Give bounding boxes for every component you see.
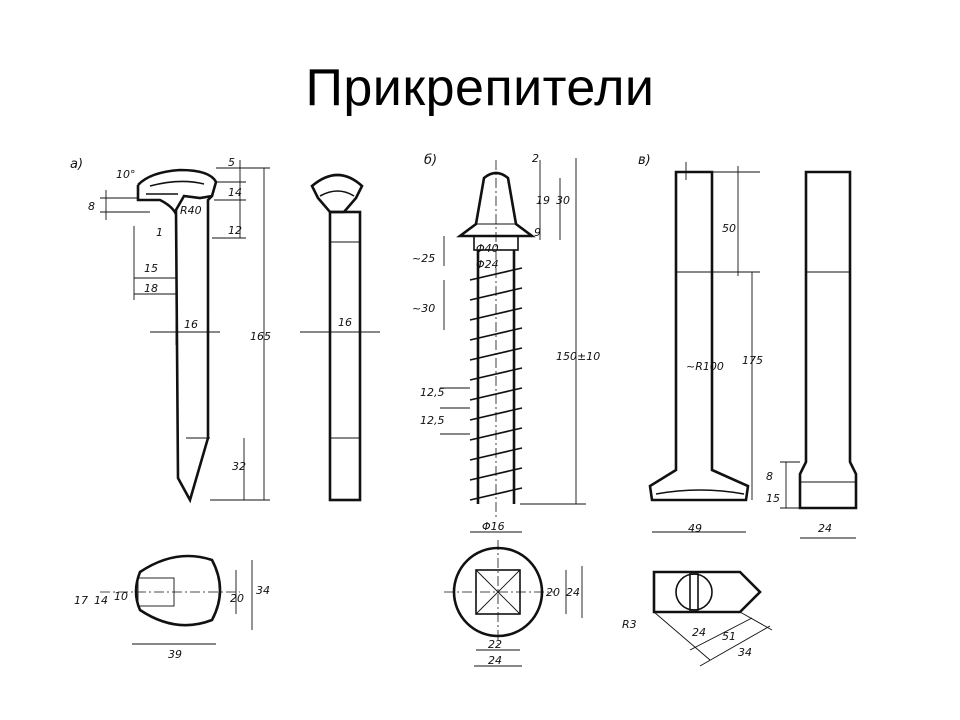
bolt-front-view (648, 162, 760, 533)
dim-c-r100: ~R100 (686, 360, 724, 373)
dim-b-p20: 20 (546, 586, 560, 599)
dim-a-p10: 10 (114, 590, 128, 603)
dim-a-p17: 17 (74, 594, 88, 607)
dim-c-50: 50 (722, 222, 736, 235)
dim-a-p34: 34 (256, 584, 270, 597)
fastener-c: в) 50 ~R100 175 49 (622, 153, 858, 667)
dim-a-15: 15 (144, 262, 158, 275)
dim-b-phi16: Φ16 (482, 520, 505, 533)
dim-b-125b: 12,5 (420, 414, 445, 427)
dim-c-49: 49 (688, 522, 702, 535)
dim-b-25: ~25 (412, 252, 435, 265)
fastener-b: б) 2 19 30 9 (412, 152, 600, 667)
dim-a-16: 16 (184, 318, 198, 331)
dim-a-p14: 14 (94, 594, 108, 607)
dim-a-5: 5 (228, 156, 235, 169)
dim-c-8: 8 (766, 470, 773, 483)
dim-b-30b: ~30 (412, 302, 435, 315)
fastener-a: а) (70, 156, 380, 661)
dim-a-12: 12 (228, 224, 242, 237)
dim-a-8: 8 (88, 200, 95, 213)
dim-a-radius: R40 (180, 204, 202, 217)
dim-b-p24b: 24 (488, 654, 502, 667)
fastener-a-label: а) (70, 157, 83, 172)
dim-c-p24: 24 (692, 626, 706, 639)
dim-c-p34: 34 (738, 646, 752, 659)
bolt-plan-view (652, 570, 773, 667)
fastener-c-label: в) (638, 153, 651, 168)
dim-c-24: 24 (818, 522, 832, 535)
dim-a-1: 1 (156, 226, 163, 239)
dim-a-18: 18 (144, 282, 158, 295)
fastener-b-label: б) (424, 153, 437, 168)
spike-plan-view (100, 554, 253, 645)
dim-a-14: 14 (228, 186, 242, 199)
dim-b-30: 30 (556, 194, 570, 207)
slide-title: Прикрепители (305, 59, 655, 117)
dim-c-175: 175 (742, 354, 763, 367)
dim-c-p51: 51 (722, 630, 736, 643)
dim-a-p20: 20 (230, 592, 244, 605)
dim-a-side-16: 16 (338, 316, 352, 329)
dim-b-125a: 12,5 (420, 386, 445, 399)
dim-a-32: 32 (232, 460, 246, 473)
bolt-side-view (780, 170, 858, 539)
screw-side-view (440, 158, 586, 533)
dim-b-150: 150±10 (556, 350, 600, 363)
dim-b-9: 9 (534, 226, 541, 239)
dim-b-19: 19 (536, 194, 550, 207)
spike-front-view (300, 173, 380, 502)
spike-side-view (100, 160, 270, 504)
dim-c-r3: R3 (622, 618, 637, 631)
dim-b-p22: 22 (488, 638, 502, 651)
dim-angle: 10° (116, 168, 136, 181)
dim-b-p24: 24 (566, 586, 580, 599)
dim-b-phi24: Φ24 (476, 258, 499, 271)
dim-a-165: 165 (250, 330, 271, 343)
dim-a-p39: 39 (168, 648, 182, 661)
dim-b-phi40: Φ40 (476, 242, 499, 255)
dim-b-2: 2 (532, 152, 539, 165)
screw-top-view (444, 540, 583, 667)
dim-c-15: 15 (766, 492, 780, 505)
